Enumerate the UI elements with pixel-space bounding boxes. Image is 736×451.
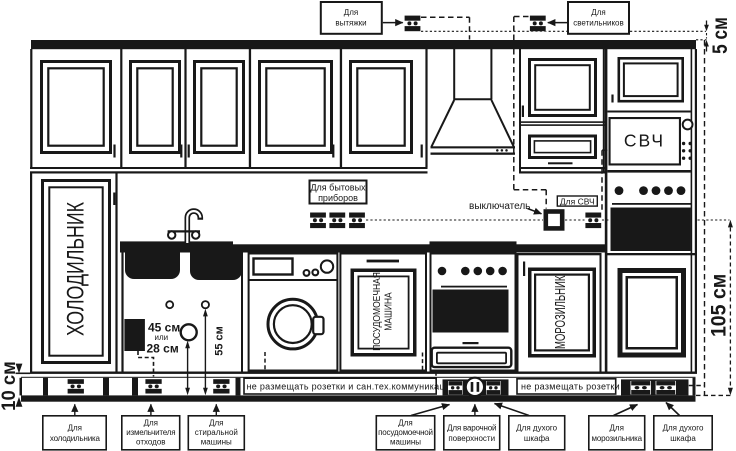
svg-text:не размещать розетки: не размещать розетки [521, 381, 620, 391]
svg-text:Для духого: Для духого [516, 423, 557, 432]
svg-text:Для духого: Для духого [663, 423, 704, 432]
svg-text:шкафа: шкафа [670, 434, 696, 443]
svg-text:ХОЛОДИЛЬНИК: ХОЛОДИЛЬНИК [63, 201, 89, 336]
svg-text:Для варочной: Для варочной [447, 423, 496, 432]
svg-text:ПОСУДОМОЕЧНАЯ: ПОСУДОМОЕЧНАЯ [371, 272, 382, 351]
svg-text:светильников: светильников [573, 19, 624, 28]
svg-text:машины: машины [390, 437, 421, 446]
svg-text:10 см: 10 см [0, 361, 20, 411]
svg-text:28 см: 28 см [147, 341, 179, 355]
svg-text:Для: Для [591, 8, 605, 17]
svg-text:поверхности: поверхности [448, 434, 495, 443]
svg-text:45 см: 45 см [148, 320, 180, 334]
svg-text:стиральной: стиральной [195, 428, 238, 437]
svg-text:морозильника: морозильника [592, 434, 643, 443]
svg-text:55 см: 55 см [213, 326, 225, 356]
svg-text:шкафа: шкафа [524, 434, 550, 443]
svg-text:Для: Для [68, 423, 82, 432]
svg-text:Для: Для [609, 423, 623, 432]
svg-text:или: или [155, 333, 169, 342]
svg-text:вытяжки: вытяжки [335, 19, 366, 28]
svg-text:Для: Для [209, 419, 223, 428]
svg-text:выключатель: выключатель [469, 201, 530, 212]
svg-text:МАШИНА: МАШИНА [383, 292, 394, 331]
svg-text:5 см: 5 см [710, 17, 733, 54]
svg-text:Для бытовых: Для бытовых [310, 182, 366, 192]
svg-text:машины: машины [201, 437, 232, 446]
svg-text:посудомоечной: посудомоечной [378, 428, 433, 437]
svg-text:Для СВЧ: Для СВЧ [560, 196, 595, 206]
svg-text:приборов: приборов [318, 193, 358, 203]
svg-text:Для: Для [144, 419, 158, 428]
svg-text:Для: Для [344, 8, 358, 17]
svg-text:холодильника: холодильника [50, 434, 101, 443]
svg-text:МОРОЗИЛЬНИК: МОРОЗИЛЬНИК [552, 275, 569, 349]
svg-text:СВЧ: СВЧ [624, 130, 665, 150]
svg-text:не размещать розетки и сан.тех: не размещать розетки и сан.тех.коммуника… [247, 381, 456, 391]
svg-text:отходов: отходов [136, 437, 166, 446]
svg-text:Для: Для [398, 419, 412, 428]
svg-text:измельчителя: измельчителя [126, 428, 175, 437]
svg-text:105 см: 105 см [708, 274, 731, 337]
